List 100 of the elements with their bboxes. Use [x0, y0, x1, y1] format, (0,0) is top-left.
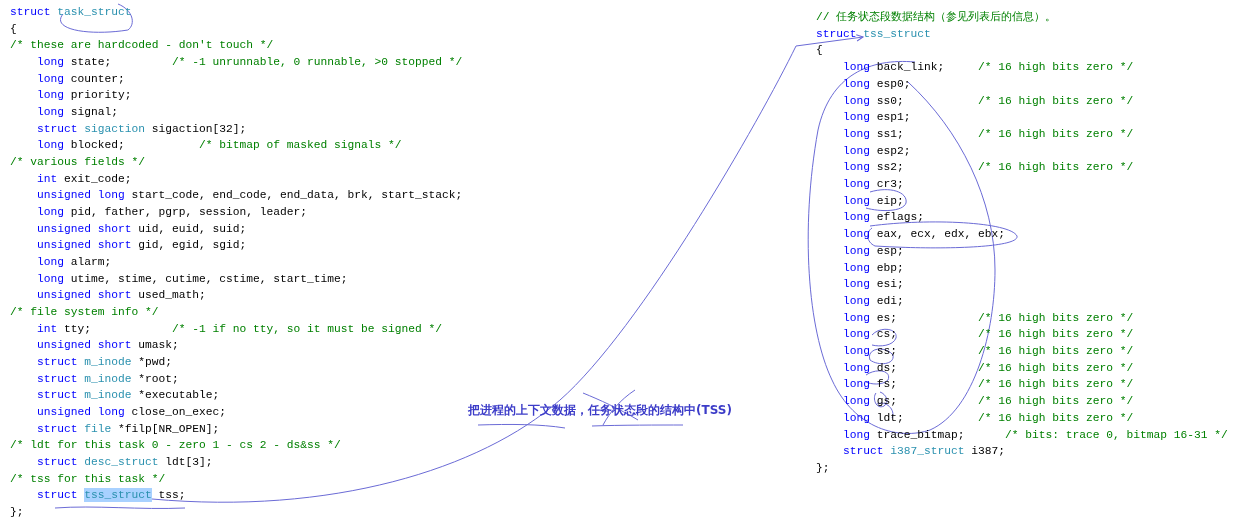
- code-text: ebp;: [876, 260, 904, 275]
- code-text: cs;: [876, 327, 897, 342]
- code-keyword: long: [843, 160, 870, 175]
- code-text: used_math;: [138, 288, 206, 303]
- code-keyword: unsigned short: [37, 221, 132, 236]
- code-text: tss;: [158, 488, 186, 503]
- code-text: ss0;: [876, 93, 904, 108]
- code-text: };: [10, 505, 24, 520]
- code-text: signal;: [70, 105, 118, 119]
- code-keyword: int: [37, 321, 58, 336]
- code-keyword: long: [843, 177, 870, 191]
- code-text: gs;: [876, 394, 897, 409]
- type-name: m_inode: [84, 355, 132, 370]
- code-keyword: long: [843, 93, 870, 108]
- code-keyword: unsigned short: [37, 238, 132, 253]
- code-comment: /* -1 if no tty, so it must be signed */: [172, 321, 443, 336]
- code-comment: /* -1 unrunnable, 0 runnable, >0 stopped */: [172, 55, 463, 69]
- code-comment: // 任务状态段数据结构（参见列表后的信息）。: [816, 10, 1057, 24]
- code-text: tty;: [64, 321, 91, 336]
- code-text: back_link;: [876, 60, 945, 75]
- code-text: pid, father, pgrp, session, leader;: [70, 205, 308, 220]
- code-text: sigaction[32];: [151, 121, 247, 136]
- code-keyword: long: [37, 88, 64, 103]
- code-text: utime, stime, cutime, cstime, start_time;: [70, 271, 348, 286]
- code-comment: /* 16 high bits zero */: [978, 394, 1134, 409]
- code-comment: /* ldt for this task 0 - zero 1 - cs 2 - ds&ss */: [10, 438, 341, 453]
- code-keyword: long: [843, 360, 870, 375]
- type-name: m_inode: [84, 371, 132, 386]
- code-keyword: long: [37, 271, 64, 286]
- code-comment: /* 16 high bits zero */: [978, 310, 1134, 325]
- code-comment: /* 16 high bits zero */: [978, 327, 1134, 342]
- code-keyword: struct: [816, 26, 857, 41]
- code-keyword: long: [37, 255, 64, 270]
- code-keyword: long: [843, 260, 870, 275]
- code-keyword: unsigned short: [37, 338, 132, 353]
- code-keyword: unsigned long: [37, 405, 125, 420]
- code-keyword: struct: [37, 421, 78, 436]
- code-keyword: struct: [37, 371, 78, 386]
- code-keyword: unsigned short: [37, 288, 132, 303]
- code-text: ss1;: [876, 126, 904, 141]
- code-keyword: long: [843, 210, 870, 225]
- code-comment: /* these are hardcoded - don't touch */: [10, 38, 274, 53]
- code-text: {: [816, 43, 823, 58]
- code-text: fs;: [876, 377, 897, 392]
- code-text: state;: [70, 55, 112, 69]
- code-keyword: struct: [37, 455, 78, 470]
- code-text: esp0;: [876, 76, 911, 91]
- code-text: priority;: [70, 88, 132, 103]
- code-keyword: long: [37, 55, 64, 69]
- code-comment: /* tss for this task */: [10, 471, 166, 486]
- code-text: counter;: [70, 71, 125, 86]
- type-name: file: [84, 421, 112, 436]
- code-keyword: long: [843, 344, 870, 358]
- code-text: ldt;: [876, 410, 904, 425]
- code-keyword: long: [843, 327, 870, 342]
- code-keyword: long: [843, 394, 870, 409]
- code-text: *root;: [138, 371, 179, 386]
- type-name: m_inode: [84, 388, 132, 403]
- code-keyword: long: [843, 193, 870, 208]
- code-keyword: long: [843, 60, 870, 75]
- code-text: *pwd;: [138, 355, 172, 370]
- code-text: edi;: [876, 293, 904, 308]
- code-text: umask;: [138, 338, 179, 353]
- code-keyword: long: [843, 277, 870, 292]
- code-keyword: long: [843, 110, 870, 125]
- highlighted-type-name: tss_struct: [84, 488, 152, 503]
- code-text: esi;: [876, 277, 904, 292]
- code-keyword: int: [37, 171, 58, 186]
- code-keyword: long: [843, 427, 870, 442]
- code-text: *executable;: [138, 388, 220, 403]
- code-keyword: struct: [37, 388, 78, 403]
- code-keyword: long: [37, 71, 64, 86]
- code-text: ldt[3];: [165, 455, 213, 470]
- code-text: ds;: [876, 360, 897, 375]
- code-text: };: [816, 460, 830, 475]
- code-comment: /* 16 high bits zero */: [978, 93, 1134, 108]
- code-comment: /* bits: trace 0, bitmap 16-31 */: [1005, 427, 1228, 442]
- code-text: esp2;: [876, 143, 911, 158]
- code-text: gid, egid, sgid;: [138, 238, 247, 253]
- code-keyword: long: [843, 227, 870, 242]
- type-name: i387_struct: [890, 444, 965, 459]
- code-keyword: struct: [37, 488, 78, 503]
- code-keyword: long: [843, 76, 870, 91]
- type-name: task_struct: [57, 5, 132, 19]
- code-comment: /* 16 high bits zero */: [978, 126, 1134, 141]
- code-comment: /* 16 high bits zero */: [978, 360, 1134, 375]
- code-keyword: struct: [37, 355, 78, 370]
- code-text: trace_bitmap;: [876, 427, 965, 442]
- code-keyword: long: [843, 293, 870, 308]
- code-text: {: [10, 21, 17, 36]
- code-keyword: long: [37, 138, 64, 153]
- code-keyword: long: [843, 310, 870, 325]
- code-keyword: long: [843, 143, 870, 158]
- code-keyword: long: [843, 410, 870, 425]
- code-comment: /* 16 high bits zero */: [978, 344, 1134, 358]
- code-text: ss;: [876, 344, 897, 358]
- code-text: alarm;: [70, 255, 112, 270]
- code-keyword: long: [37, 105, 64, 119]
- code-keyword: struct: [37, 121, 78, 136]
- code-text: eflags;: [876, 210, 924, 225]
